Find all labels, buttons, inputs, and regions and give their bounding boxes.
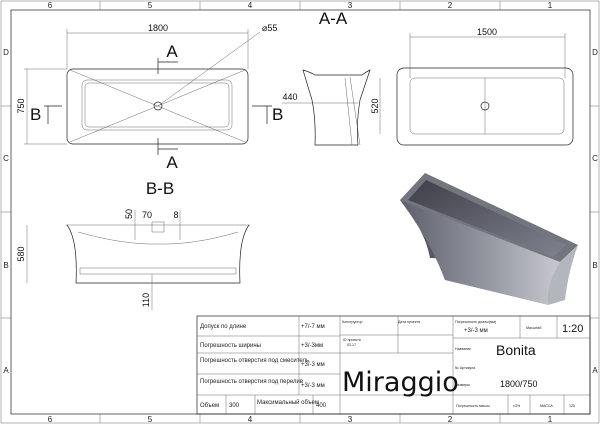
section-b-view: B-B 50 70 8 580 110	[16, 179, 250, 310]
max-volume-value: 400	[316, 403, 327, 409]
zone-row: A	[592, 366, 598, 375]
dim-section-height: 580	[16, 246, 26, 261]
project-id-value: 03.17	[347, 343, 356, 347]
volume-value: 300	[229, 403, 240, 409]
tolerance-width-value: +3/-3мм	[301, 343, 323, 349]
zone-col: 2	[448, 415, 453, 424]
section-b-label: B-B	[146, 179, 174, 198]
zone-row: A	[3, 366, 9, 375]
name-label: Название	[455, 347, 471, 351]
size-label: Размеры	[455, 383, 470, 387]
mass-label: МАССА	[540, 404, 553, 408]
zone-col: 1	[548, 1, 553, 10]
zone-col: 5	[148, 415, 153, 424]
name-value: Bonita	[496, 342, 536, 358]
max-volume-label: Максимальный объем	[257, 399, 319, 406]
zone-row: B	[592, 261, 597, 270]
tolerance-mixer-value: +3/-3 мм	[301, 362, 325, 368]
dim-length: 1800	[148, 23, 168, 33]
mass-value: 125	[569, 404, 575, 408]
dim-110: 110	[141, 293, 151, 307]
size-value: 1800/750	[500, 379, 538, 389]
tolerance-overflow-label: Погрешность отверстия под перелив	[200, 379, 303, 385]
dim-inner-length: 1500	[477, 27, 497, 37]
zone-col: 6	[48, 415, 53, 424]
dim-50: 50	[124, 209, 134, 219]
designer-label: Конструктор	[342, 320, 363, 324]
tolerance-mixer-label: Погрешность отверстия под смеситель	[200, 358, 309, 364]
section-a-view: A-A 440	[282, 9, 371, 146]
zone-row: B	[3, 261, 8, 270]
dim-70: 70	[142, 210, 152, 220]
zone-col: 3	[348, 415, 353, 424]
zone-col: 5	[148, 1, 153, 10]
zone-row: C	[3, 154, 9, 163]
dim-drain-diameter: ⌀55	[262, 23, 277, 33]
tolerance-length-value: +7/-7 мм	[301, 324, 325, 330]
cut-b-right: B	[272, 105, 283, 124]
scale-label: Масштаб	[526, 326, 541, 330]
brand-logo: Miraggio	[342, 367, 459, 398]
zone-row: D	[3, 48, 9, 57]
volume-label: Объем	[200, 403, 219, 409]
zone-col: 6	[48, 1, 53, 10]
tolerance-width-label: Погрешность ширины	[200, 343, 261, 349]
zone-row: D	[592, 48, 598, 57]
dim-side-height: 440	[282, 92, 297, 102]
dim-inner-width: 520	[370, 98, 380, 113]
zone-col: 1	[548, 415, 553, 424]
tolerance-overflow-value: +3/-3 мм	[301, 383, 325, 389]
scale-value: 1:20	[562, 323, 583, 335]
zone-col: 4	[248, 1, 253, 10]
cut-a-bottom: A	[166, 153, 178, 172]
cut-a-top: A	[166, 42, 178, 61]
mass-tolerance-value: ±3%	[513, 404, 521, 408]
zone-row: C	[592, 154, 598, 163]
length-tolerance-label: Погрешность длины(мм)	[455, 320, 496, 324]
zone-col: 3	[348, 1, 353, 10]
zone-labels: 6 5 4 3 2 1 6 5 4 3 2 1 D C B A D C B A	[3, 1, 598, 424]
section-a-label: A-A	[319, 9, 348, 28]
dim-width: 750	[16, 98, 26, 113]
top-view-inner: 1500 520	[370, 27, 574, 146]
tolerance-length-label: Допуск по длине	[200, 324, 247, 330]
article-label: № Артикула	[455, 366, 475, 370]
zone-col: 2	[448, 1, 453, 10]
bathtub-render	[400, 173, 578, 305]
top-view: 1800 ⌀55 750 A A B B	[16, 23, 283, 172]
title-block: Допуск по длине +7/-7 мм Погрешность шир…	[196, 315, 591, 415]
cut-b-left: B	[30, 105, 41, 124]
length-tolerance-value: +3/-3 мм	[464, 328, 488, 334]
mass-tolerance-label: Погрешность массы	[456, 404, 490, 408]
project-date-label: Дата проекта	[398, 320, 420, 324]
project-id-label: ID проекта	[343, 338, 361, 342]
zone-col: 4	[248, 415, 253, 424]
dim-8: 8	[173, 210, 178, 220]
